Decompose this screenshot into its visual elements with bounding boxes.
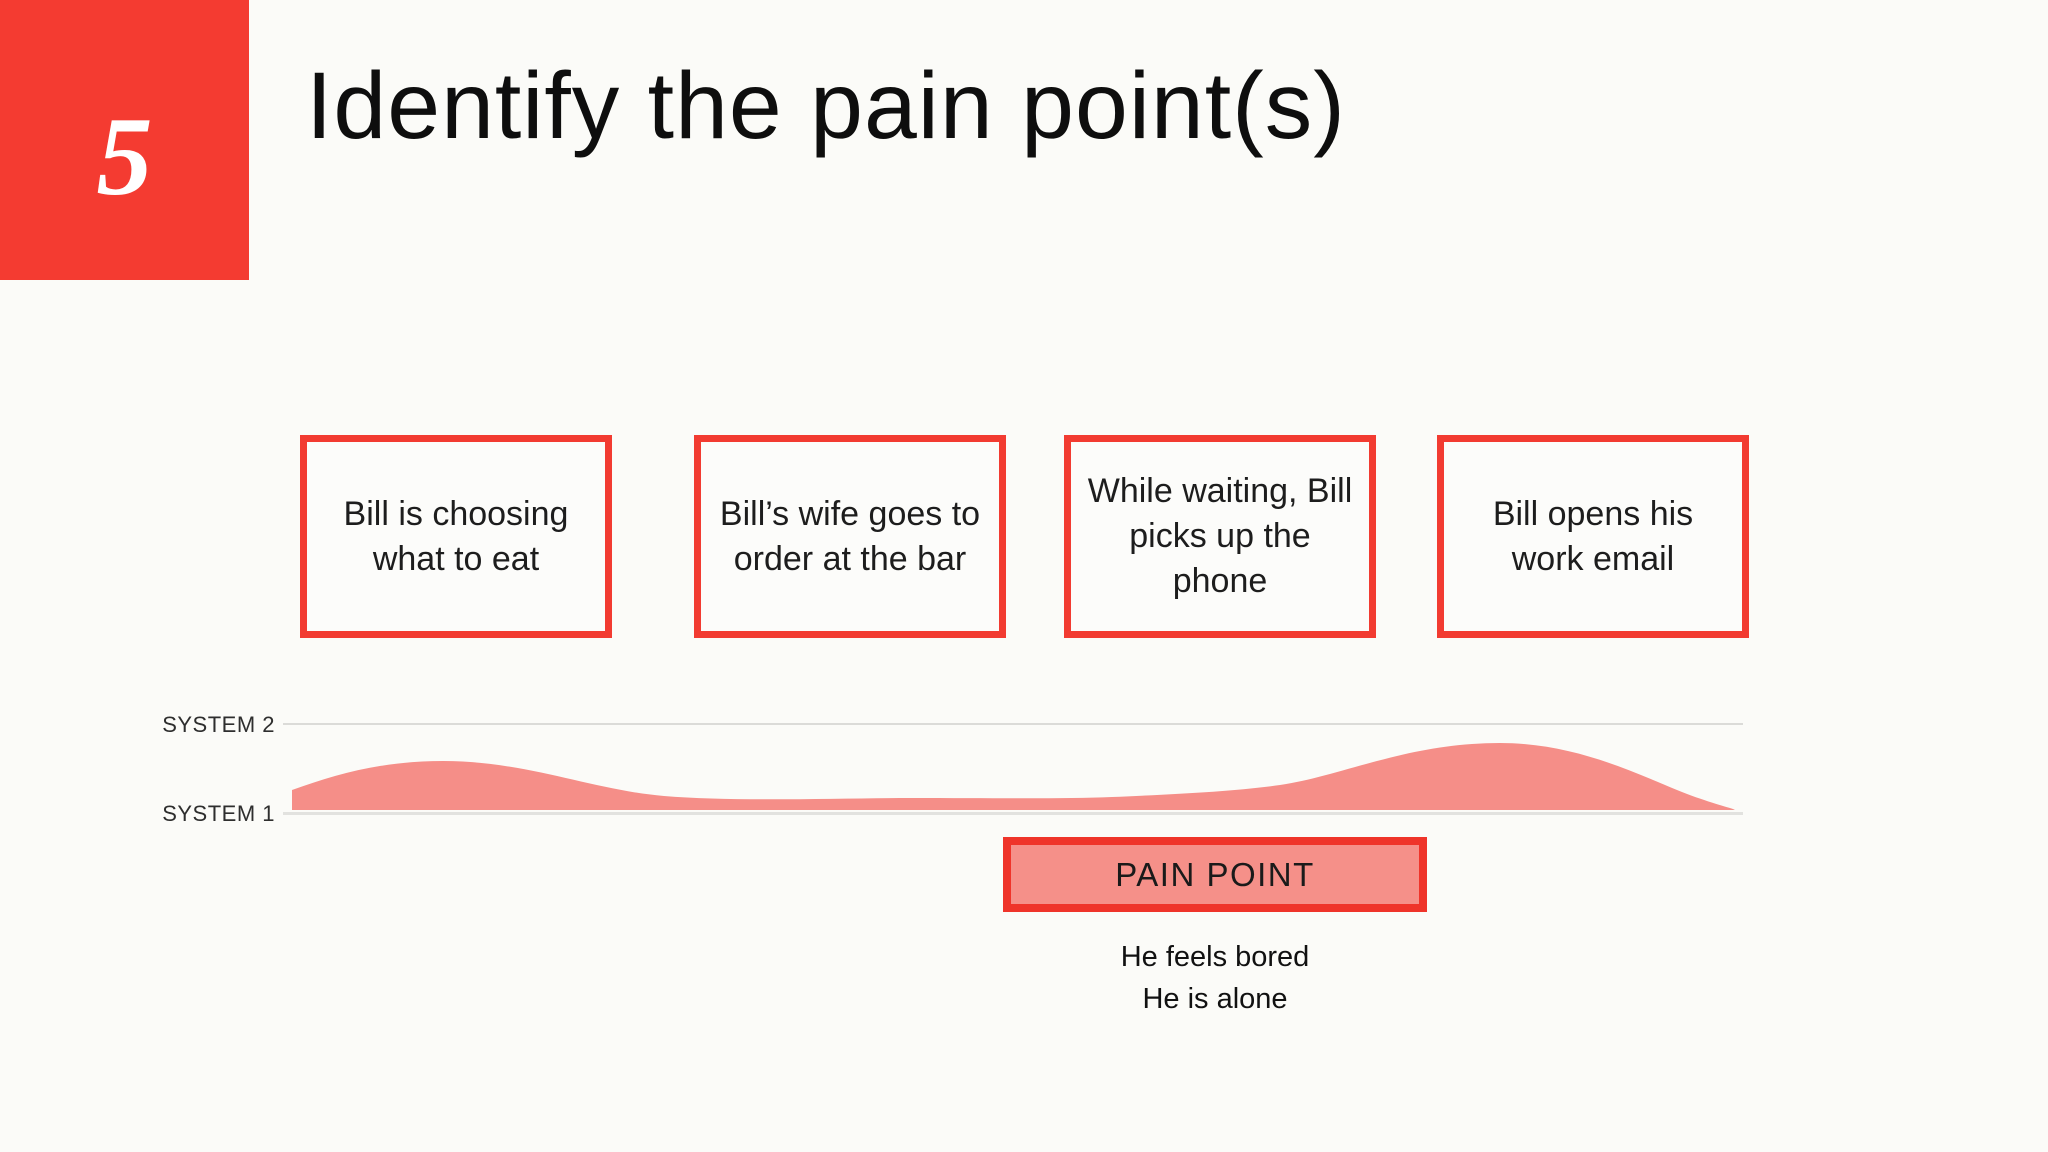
journey-step-box-4: Bill opens his work email <box>1437 435 1749 638</box>
axis-label-system-2: SYSTEM 2 <box>162 712 275 737</box>
axis-line-system-2 <box>283 723 1743 725</box>
axis-label-system-1: SYSTEM 1 <box>162 801 275 826</box>
axis-line-system-1 <box>283 812 1743 815</box>
pain-note-line: He is alone <box>1142 983 1288 1016</box>
journey-step-box-3: While waiting, Bill picks up the phone <box>1064 435 1376 638</box>
step-number: 5 <box>96 95 153 219</box>
pain-note-line: He feels bored <box>1120 941 1310 973</box>
pain-point-notes: He feels bored He is alone <box>1003 936 1427 1020</box>
journey-step-box-2: Bill’s wife goes to order at the bar <box>694 435 1006 638</box>
pain-point-box: PAIN POINT <box>1003 837 1427 912</box>
pain-point-label: PAIN POINT <box>1115 855 1315 893</box>
emotion-curve-area <box>292 743 1735 810</box>
journey-step-label: While waiting, Bill picks up the phone <box>1087 472 1353 600</box>
step-number-square: 5 <box>0 0 249 280</box>
slide-title: Identify the pain point(s) <box>306 53 1346 159</box>
journey-step-label: Bill opens his work email <box>1492 494 1694 578</box>
journey-step-label: Bill is choosing what to eat <box>343 494 569 578</box>
journey-step-label: Bill’s wife goes to order at the bar <box>719 494 981 578</box>
journey-step-box-1: Bill is choosing what to eat <box>300 435 612 638</box>
